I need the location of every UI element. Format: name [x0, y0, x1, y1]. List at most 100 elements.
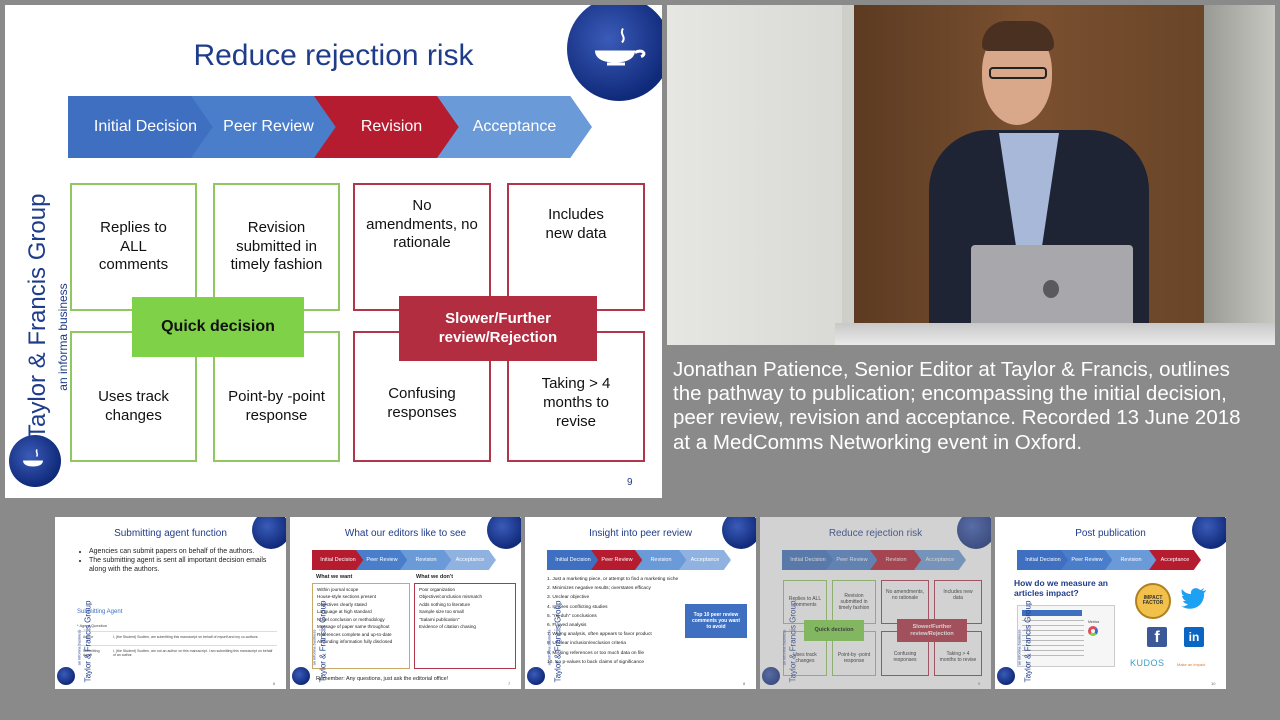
dont-item: Sample size too small [419, 609, 464, 615]
thumb-brand: Taylor & Francis Group [1023, 600, 1033, 683]
thumb-brand-sub: an informa business [311, 629, 317, 666]
thumb-bullets: Agencies can submit papers on behalf of … [77, 547, 279, 574]
thumb-logo-small [762, 667, 780, 685]
article-screenshot: Metrics [1017, 605, 1115, 667]
thumbnail-submitting-agent[interactable]: Submitting agent function Agencies can s… [55, 517, 286, 689]
stage-initial-decision: Initial Decision [782, 550, 834, 570]
stage-acceptance: Acceptance [444, 550, 496, 570]
red-box: No amendments, no rationale [881, 580, 929, 624]
thumb-brand-sub: an informa business [76, 629, 82, 666]
peer-review-list: 1. Just a marketing piece, or attempt to… [547, 575, 707, 667]
thumb-logo [722, 517, 756, 549]
apple-logo-icon [1043, 280, 1059, 298]
thumb-logo [957, 517, 991, 549]
speaker-video[interactable] [667, 5, 1275, 345]
glasses [989, 67, 1047, 79]
thumb-page: 6 [273, 681, 276, 686]
callout-box: Top 10 peer review comments you want to … [685, 604, 747, 638]
slow-rejection-pill: Slower/Further review/Rejection [897, 619, 967, 642]
thumb-brand-sub: an informa business [1016, 629, 1022, 666]
stage-peer-review: Peer Review [191, 96, 346, 158]
video-caption: Jonathan Patience, Senior Editor at Tayl… [673, 358, 1241, 454]
metrics-widget: Metrics [1088, 620, 1110, 660]
thumb-brand: Taylor & Francis Group [83, 600, 93, 683]
remember-note: Remember: Any questions, just ask the ed… [316, 676, 449, 682]
thumb-logo-small [292, 667, 310, 685]
form-row-agent: Submitting Agent I, (the Student) Scotte… [77, 645, 277, 660]
wall-light [667, 5, 852, 345]
thumb-title: Post publication [1075, 528, 1146, 539]
thumb-logo [252, 517, 286, 549]
stage-initial-decision: Initial Decision [68, 96, 223, 158]
lamp-icon [589, 25, 649, 74]
want-list: Within journal scope House-style section… [312, 583, 410, 669]
dont-item: Adds nothing to literature [419, 601, 471, 607]
list-item: 7. Wrong analysis, often appears to favo… [547, 632, 652, 638]
stage-acceptance: Acceptance [437, 96, 592, 158]
slow-rejection-pill: Slower/Further review/Rejection [399, 296, 597, 361]
stage-peer-review: Peer Review [1061, 550, 1113, 570]
linkedin-icon: in [1184, 627, 1204, 647]
want-item: House-style sections present [317, 594, 376, 600]
brand-subtitle: an informa business [56, 283, 70, 391]
green-box-revision-submitted: Revision submitted in timely fashion [213, 183, 340, 311]
thumb-page: 7 [508, 681, 511, 686]
altmetric-donut-icon [1088, 626, 1098, 636]
impact-factor-label: IMPACT FACTOR [1142, 594, 1164, 606]
thumb-brand: Taylor & Francis Group [553, 600, 563, 683]
article-header-bar [1022, 610, 1082, 616]
door-frame [842, 5, 854, 345]
want-item: References complete and up-to-date [317, 631, 392, 637]
main-slide: Reduce rejection risk Initial Decision P… [5, 5, 662, 498]
green-box-replies: Replies to ALL comments [70, 183, 197, 311]
row-label: Submitting Agent [83, 649, 100, 657]
thumbnail-editors-like[interactable]: What our editors like to see Initial Dec… [290, 517, 521, 689]
thumb-page: 9 [978, 681, 981, 686]
thumb-page: 8 [743, 681, 746, 686]
red-box-new-data: Includes new data [507, 183, 645, 311]
bullet-item: Agencies can submit papers on behalf of … [89, 547, 279, 556]
dont-list: Poor organization Objective/conclusion m… [414, 583, 516, 669]
twitter-icon [1181, 587, 1207, 609]
impact-factor-badge: IMPACT FACTOR [1135, 583, 1171, 619]
list-item: 9. Missing references or too much data o… [547, 650, 645, 656]
thumb-page: 10 [1211, 681, 1216, 686]
stage-revision: Revision [870, 550, 922, 570]
list-item: 8. Unclear inclusion/exclusion criteria [547, 641, 626, 647]
list-item: 1. Just a marketing piece, or attempt to… [547, 577, 679, 582]
brand-name: Taylor & Francis Group [24, 193, 51, 439]
kudos-tagline: Make an impact [1177, 662, 1206, 667]
thumbnail-post-publication[interactable]: Post publication Initial Decision Peer R… [995, 517, 1226, 689]
thumbnail-peer-review-insight[interactable]: Insight into peer review Initial Decisio… [525, 517, 756, 689]
thumb-title: Reduce rejection risk [828, 528, 923, 539]
row-text: I, (the Student) Scotten, am not an auth… [113, 649, 273, 657]
quick-decision-pill: Quick decision [804, 620, 864, 641]
thumb-logo [487, 517, 521, 549]
dont-item: Poor organization [419, 587, 456, 592]
stage-peer-review: Peer Review [356, 550, 408, 570]
green-box: Revision submitted in timely fashion [832, 580, 876, 624]
want-item: Language at high standard [317, 609, 372, 615]
list-item: 10. No p-values to back claims of signif… [547, 659, 645, 665]
red-box: Includes new data [934, 580, 982, 624]
thumb-title: What our editors like to see [344, 528, 467, 539]
stage-initial-decision: Initial Decision [547, 550, 599, 570]
dont-item: Evidence of citation chasing [419, 624, 476, 630]
thumbnail-reduce-rejection[interactable]: Reduce rejection risk Initial Decision P… [760, 517, 991, 689]
brand-logo-small [9, 435, 61, 487]
thumb-logo-small [997, 667, 1015, 685]
stage-acceptance: Acceptance [1149, 550, 1201, 570]
thumb-logo-small [57, 667, 75, 685]
speaker-hair [982, 21, 1054, 51]
dont-item: Objective/conclusion mismatch [419, 594, 483, 600]
right-wall [1204, 5, 1275, 345]
stage-initial-decision: Initial Decision [1017, 550, 1069, 570]
metrics-label: Metrics [1088, 620, 1100, 624]
thumb-logo-small [527, 667, 545, 685]
want-item: Objectives clearly stated [317, 601, 367, 607]
laptop [971, 245, 1133, 335]
thumb-brand: Taylor & Francis Group [318, 600, 328, 683]
page-number: 9 [627, 477, 633, 488]
stage-revision: Revision [1105, 550, 1157, 570]
green-box: Replies to ALL comments [783, 580, 827, 624]
